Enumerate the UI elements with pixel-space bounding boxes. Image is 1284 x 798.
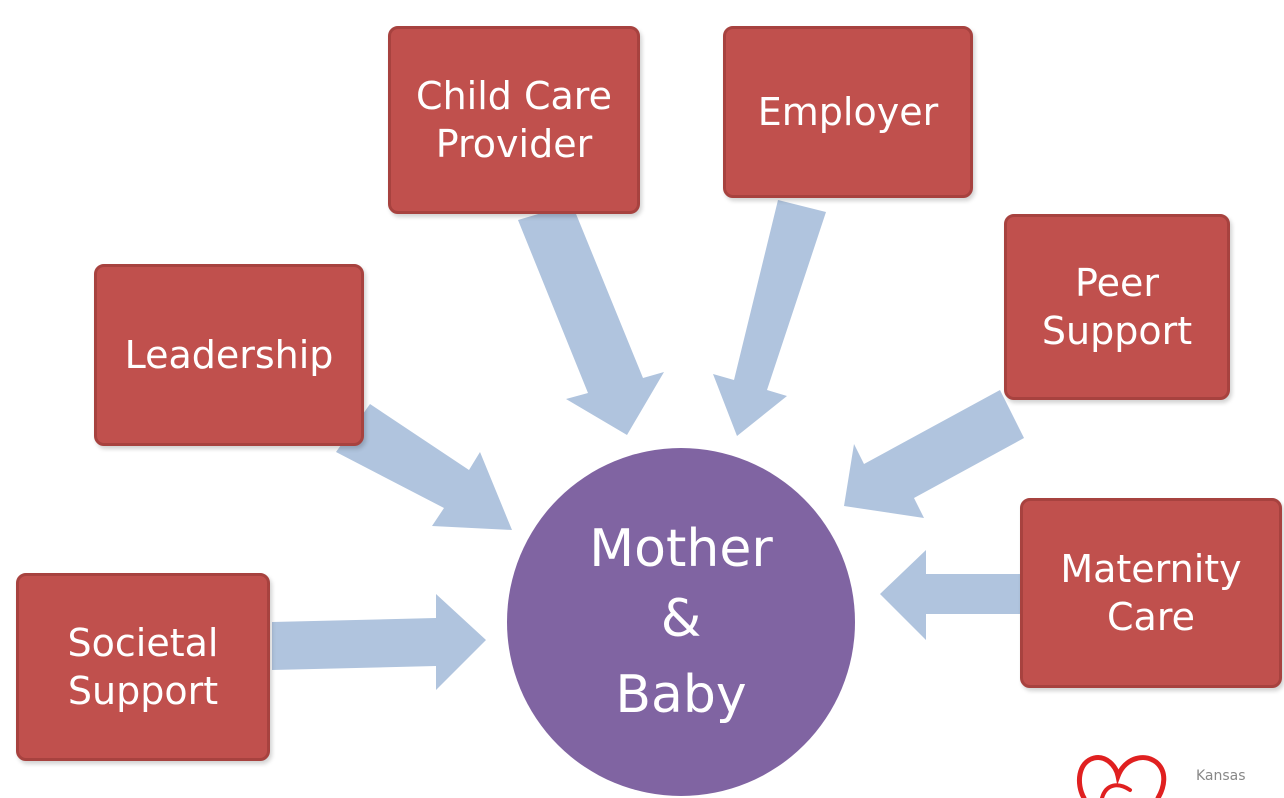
node-maternity-care-line2: Care bbox=[1107, 595, 1195, 639]
node-employer-line1: Employer bbox=[757, 90, 939, 134]
node-child-care-line1: Child Care bbox=[416, 74, 612, 118]
arrow-leadership bbox=[336, 404, 512, 530]
node-child-care-provider: Child Care Provider bbox=[388, 26, 640, 214]
node-peer-support-line2: Support bbox=[1041, 309, 1193, 353]
center-mother-baby: Mother & Baby bbox=[507, 448, 855, 796]
center-line-mother: Mother bbox=[589, 519, 773, 579]
node-maternity-care-line1: Maternity bbox=[1060, 547, 1242, 591]
heart-logo-icon bbox=[1076, 755, 1167, 798]
node-child-care-line2: Provider bbox=[435, 122, 593, 166]
arrow-societal-support bbox=[272, 594, 486, 690]
node-peer-support: Peer Support bbox=[1004, 214, 1230, 400]
node-peer-support-line1: Peer bbox=[1075, 261, 1159, 305]
logo-text: Kansas bbox=[1196, 768, 1246, 784]
node-societal-support-line1: Societal bbox=[67, 621, 219, 665]
node-societal-support-line2: Support bbox=[67, 669, 219, 713]
arrow-maternity-care bbox=[880, 550, 1022, 640]
node-maternity-care: Maternity Care bbox=[1020, 498, 1282, 688]
node-employer: Employer bbox=[723, 26, 973, 198]
arrow-peer-support bbox=[844, 390, 1024, 518]
node-societal-support: Societal Support bbox=[16, 573, 270, 761]
center-line-ampersand: & bbox=[660, 589, 702, 649]
node-leadership: Leadership bbox=[94, 264, 364, 446]
node-leadership-line1: Leadership bbox=[124, 333, 334, 377]
center-line-baby: Baby bbox=[615, 665, 747, 725]
arrow-employer bbox=[713, 200, 826, 436]
arrow-child-care bbox=[518, 204, 664, 435]
